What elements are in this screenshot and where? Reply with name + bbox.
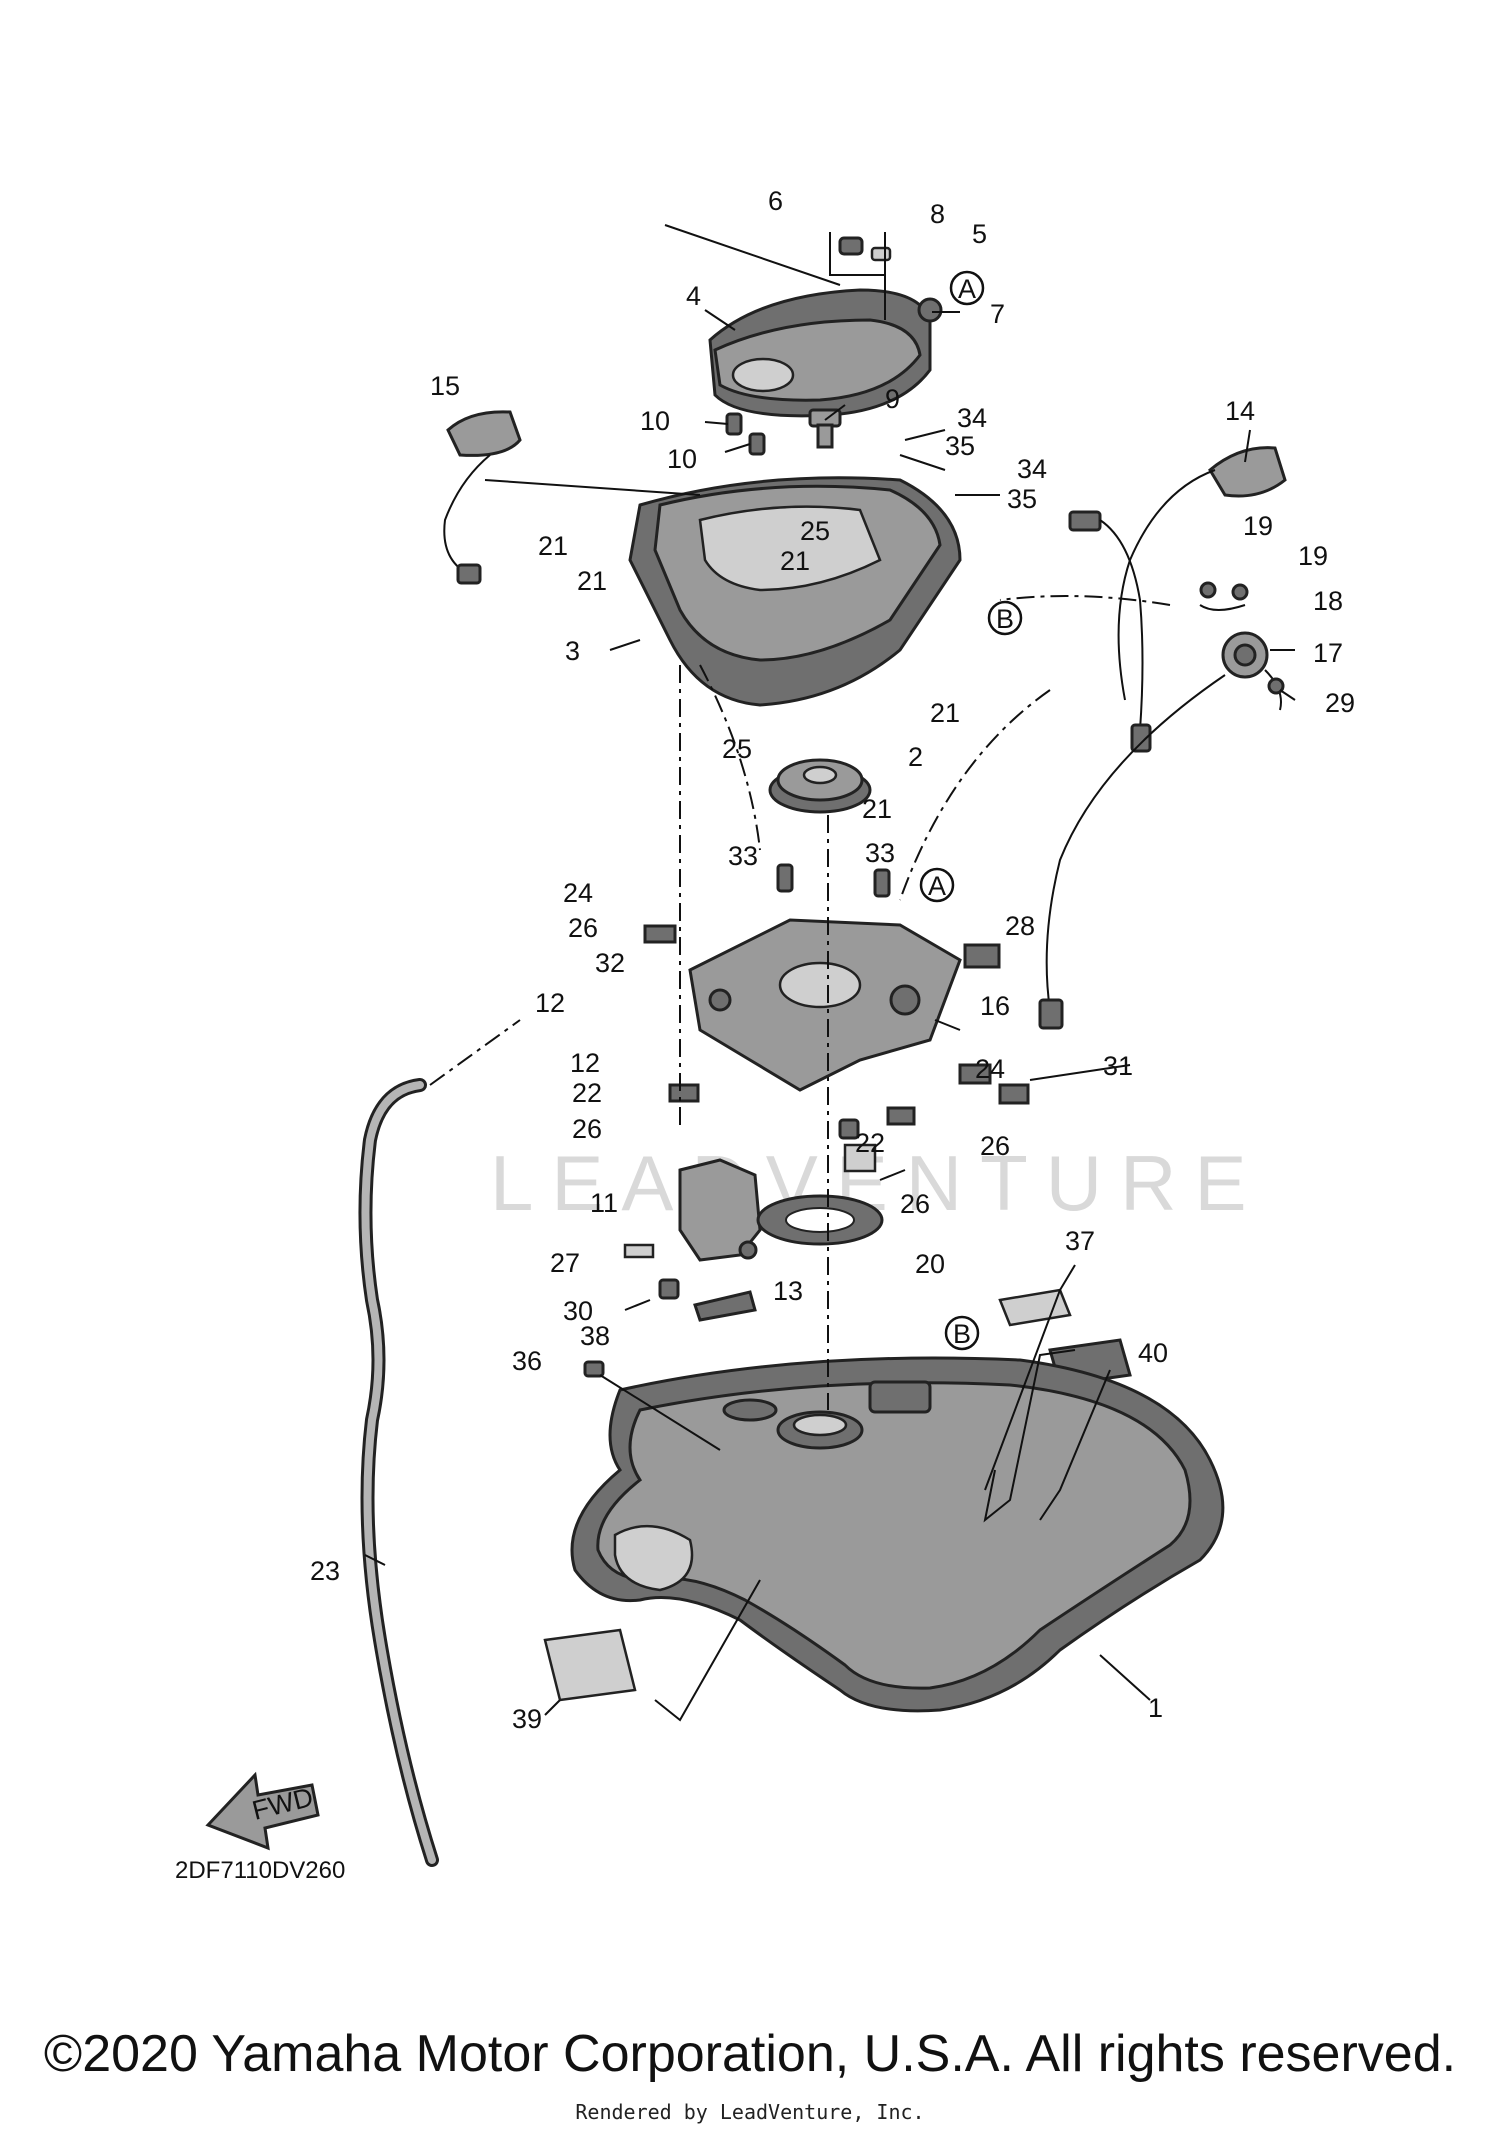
callout-27: 27 [550,1248,580,1278]
callout-24a: 24 [563,878,593,908]
leader-lines [364,309,1296,1722]
callout-39: 39 [512,1704,542,1734]
breather-hose-23 [358,1078,439,1867]
plug-36 [583,1360,605,1378]
bracket-16 [688,918,962,1140]
callout-36: 36 [512,1346,542,1376]
callout-34a: 34 [957,403,987,433]
ref-a-top: A [958,274,976,304]
bolts-33 [776,863,891,898]
callout-19a: 19 [1243,511,1273,541]
callout-8: 8 [930,199,945,229]
ref-circle-a-mid [919,867,955,903]
switch-17 [1038,631,1282,1030]
callout-6: 6 [768,186,783,216]
ref-b-tank: B [953,1319,971,1349]
callouts: 1 2 3 4 5 6 7 8 9 10 10 11 12 12 13 14 1… [310,186,1355,1734]
fuel-cap-2 [768,758,872,814]
clip-9 [808,408,842,449]
ref-circle-b-top [987,600,1023,636]
callout-33a: 33 [728,841,758,871]
callout-15: 15 [430,371,460,401]
callout-21d: 21 [930,698,960,728]
callout-1: 1 [1148,1693,1163,1723]
callout-16: 16 [980,991,1010,1021]
callout-3: 3 [565,636,580,666]
callout-30: 30 [563,1296,593,1326]
callout-24b: 24 [975,1054,1005,1084]
bolts-8-5-7 [829,232,943,323]
callout-35b: 35 [1007,484,1037,514]
callout-12b: 12 [570,1048,600,1078]
callout-10a: 10 [640,406,670,436]
assembly-lines [429,595,1171,1410]
callout-20: 20 [915,1249,945,1279]
callout-21a: 21 [538,531,568,561]
callout-2: 2 [908,742,923,772]
callout-22a: 22 [572,1078,602,1108]
ref-b-top: B [996,604,1014,634]
callout-13: 13 [773,1276,803,1306]
callout-32: 32 [595,948,625,978]
screws-18-19-29 [1199,581,1285,695]
callout-28: 28 [1005,911,1035,941]
callout-21b: 21 [577,566,607,596]
callout-35a: 35 [945,431,975,461]
gasket-20 [756,1194,884,1246]
rod-6 [664,224,841,286]
callout-10b: 10 [667,444,697,474]
callout-26b: 26 [572,1114,602,1144]
meter-15 [443,410,522,585]
callout-40: 40 [1138,1338,1168,1368]
cover-4 [708,288,932,418]
callout-38: 38 [580,1321,610,1351]
callout-5: 5 [972,219,987,249]
callout-18: 18 [1313,586,1343,616]
callout-14: 14 [1225,396,1255,426]
callout-26d: 26 [900,1189,930,1219]
ref-a-mid: A [928,871,946,901]
callout-34b: 34 [1017,454,1047,484]
callout-31: 31 [1103,1051,1133,1081]
pads [643,924,1030,1173]
fwd-arrow-icon: FWD [205,1771,320,1851]
callout-25b: 25 [722,734,752,764]
callout-19b: 19 [1298,541,1328,571]
ref-circle-b-tank [944,1315,980,1351]
rendered-by-credit: Rendered by LeadVenture, Inc. [575,2100,925,2124]
screws-10 [725,412,766,456]
callout-7: 7 [990,299,1005,329]
callout-11: 11 [590,1188,618,1218]
tank-cover-3 [628,476,962,707]
ref-markers: A B A B [919,270,1023,1351]
bracket-11 [623,1158,762,1300]
callout-23: 23 [310,1556,340,1586]
copyright-notice: ©2020 Yamaha Motor Corporation, U.S.A. A… [43,2025,1457,2083]
ref-circle-a-top [949,270,985,306]
meter-14 [1068,446,1287,753]
callout-29: 29 [1325,688,1355,718]
callout-22b: 22 [855,1128,885,1158]
callout-26c: 26 [980,1131,1010,1161]
callout-17: 17 [1313,638,1343,668]
callout-21c: 21 [780,546,810,576]
callout-9: 9 [885,384,900,414]
callout-21e: 21 [862,794,892,824]
diagram-code: 2DF7110DV260 [175,1857,345,1884]
callout-25a: 25 [800,516,830,546]
callout-37: 37 [1065,1226,1095,1256]
callout-12a: 12 [535,988,565,1018]
callout-33b: 33 [865,838,895,868]
callout-26a: 26 [568,913,598,943]
callout-4: 4 [686,281,701,311]
fuel-tank-1 [570,1356,1225,1713]
